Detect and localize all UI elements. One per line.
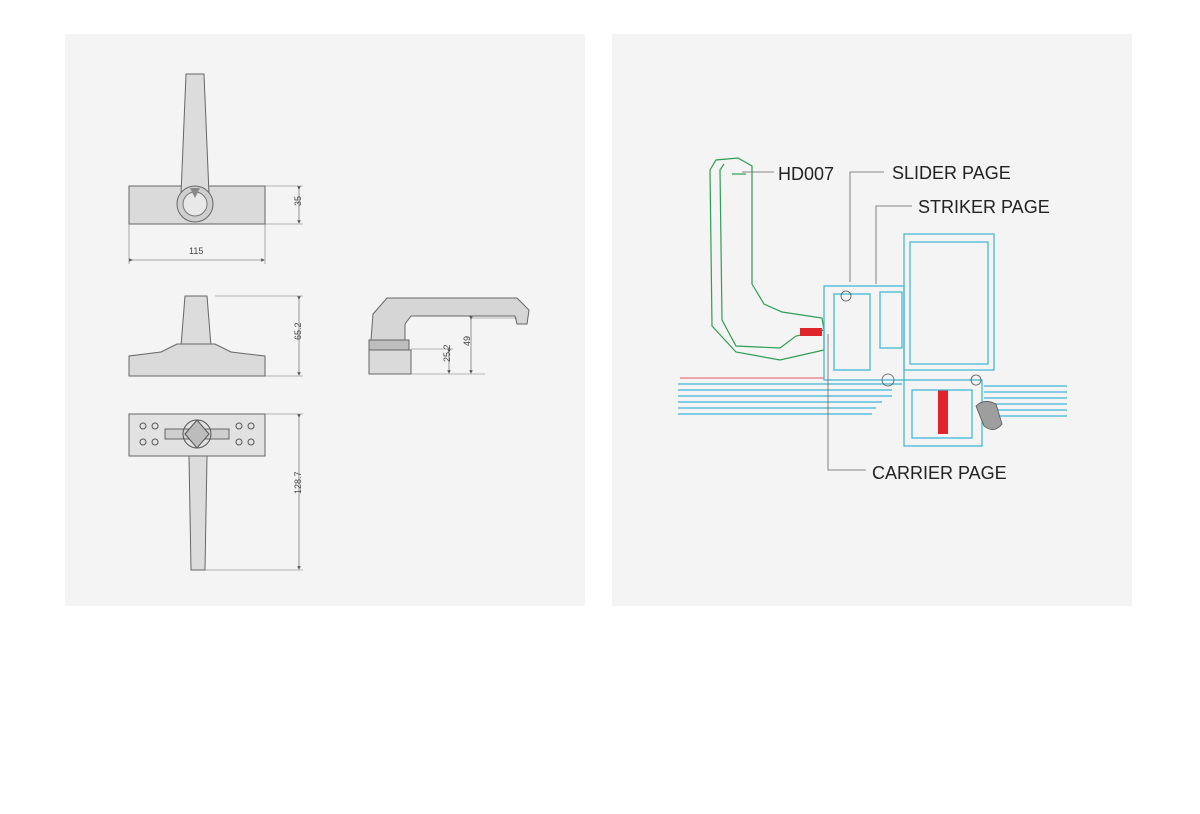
dim-115: 115: [189, 246, 203, 256]
side-view: 25.2 49: [368, 297, 530, 375]
lever-side: [370, 297, 530, 341]
dim-35: 35: [293, 196, 303, 206]
handle-dimension-drawing: 35 115 65.2 25.2 49: [128, 73, 530, 571]
technical-drawing-panel: 35 115 65.2 25.2 49: [65, 34, 585, 606]
label-slider-page: SLIDER PAGE: [892, 163, 1011, 183]
leader-lines: [742, 171, 912, 471]
dim-25-2: 25.2: [442, 344, 452, 362]
screw-red-right: [938, 390, 948, 434]
lever-stem: [180, 295, 212, 347]
brand-logo-icon: [190, 188, 200, 198]
seals: [840, 290, 1003, 430]
label-striker-page: STRIKER PAGE: [918, 197, 1050, 217]
lever-back: [188, 455, 208, 571]
top-view: 35 115: [128, 73, 303, 264]
dim-49: 49: [462, 336, 472, 346]
installation-section-panel: HD007 SLIDER PAGE STRIKER PAGE CARRIER P…: [612, 34, 1132, 606]
label-carrier-page: CARRIER PAGE: [872, 463, 1007, 483]
handle-hd007: [709, 157, 825, 361]
dim-65-2: 65.2: [293, 322, 303, 340]
installation-section-drawing: HD007 SLIDER PAGE STRIKER PAGE CARRIER P…: [678, 157, 1067, 483]
front-view: 65.2: [128, 295, 303, 377]
front-base: [128, 343, 266, 377]
dim-128-7: 128.7: [293, 471, 303, 494]
window-profile: [678, 233, 1067, 447]
back-view: 128.7: [128, 413, 303, 571]
label-hd007: HD007: [778, 164, 834, 184]
side-base: [368, 349, 412, 375]
lever-arm: [180, 73, 210, 195]
screw-red-left: [800, 328, 822, 336]
